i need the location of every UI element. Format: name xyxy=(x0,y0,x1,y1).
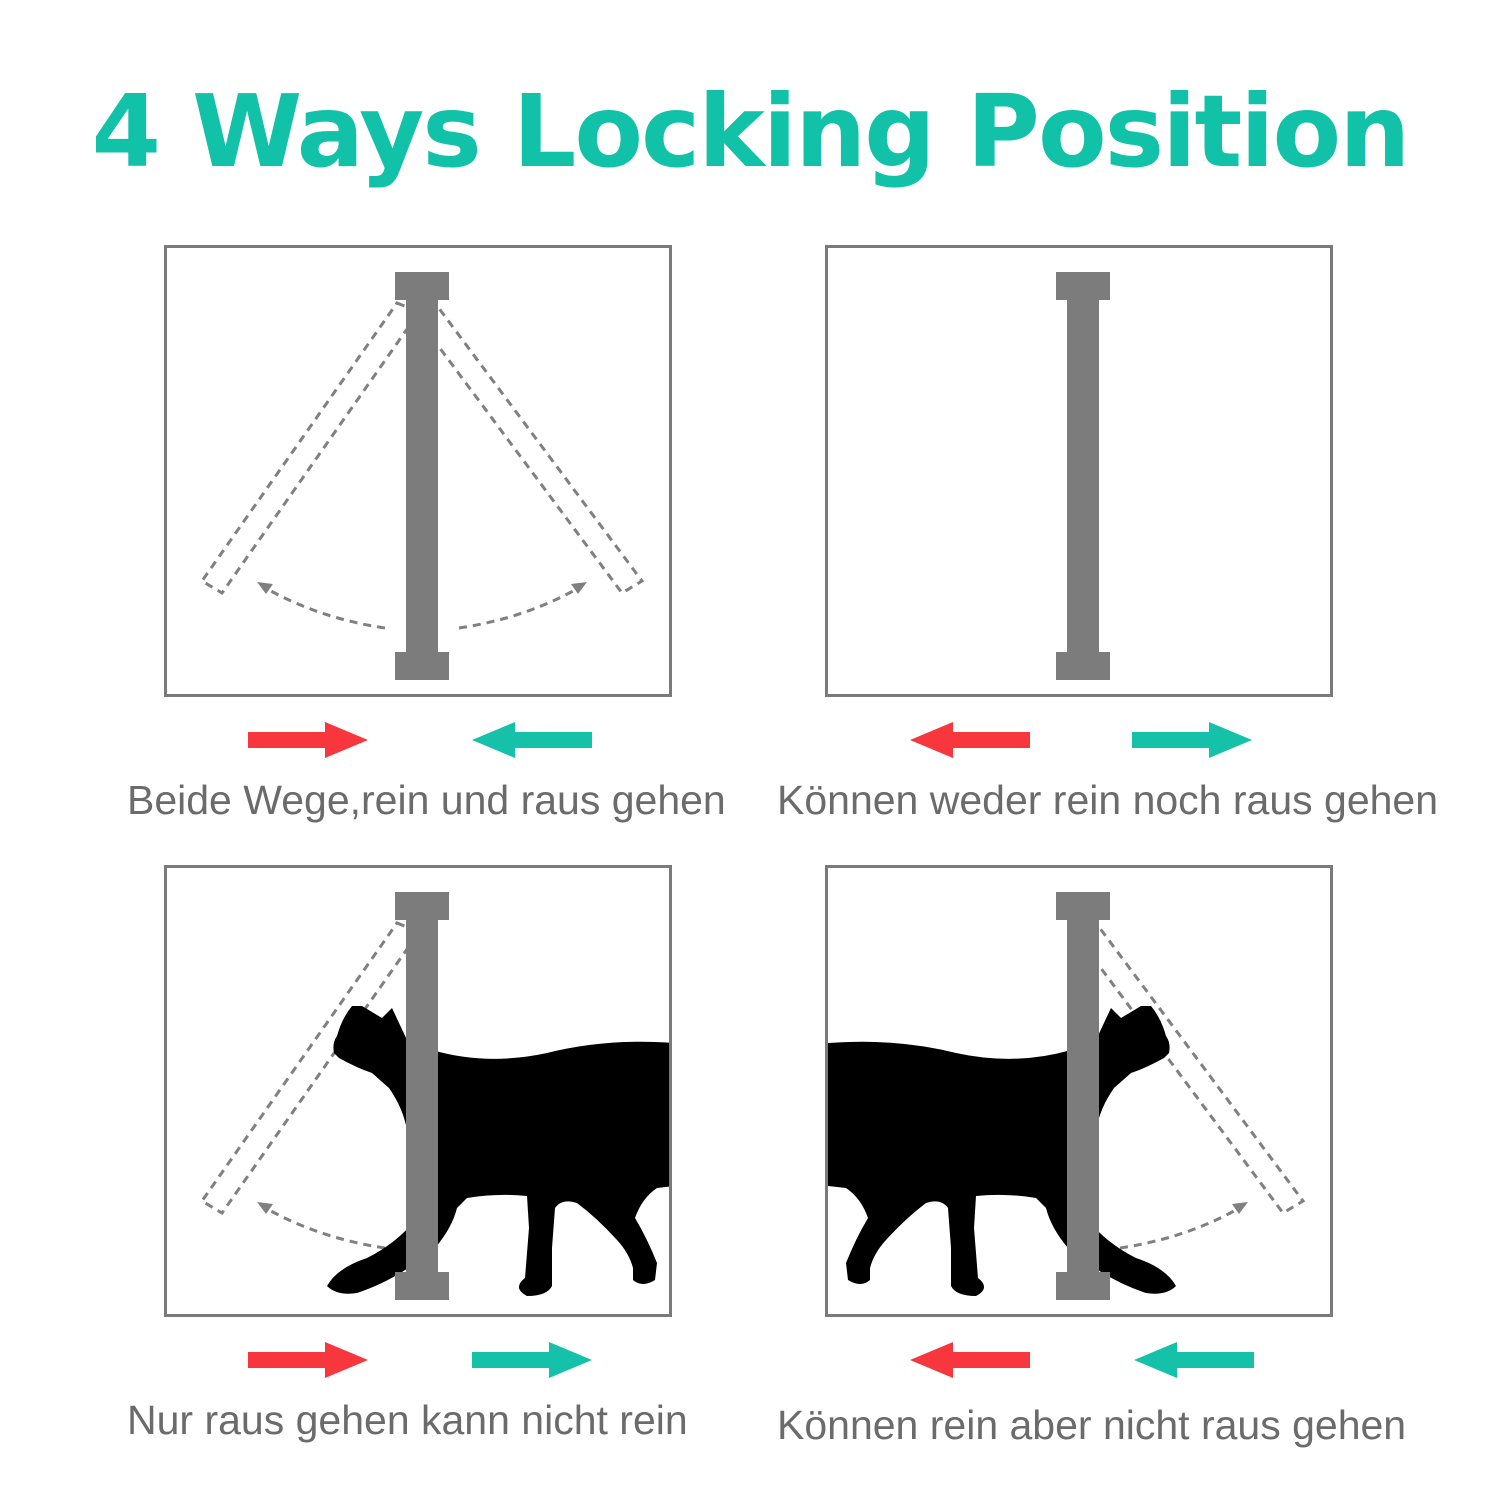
flap-diagram-both-ways xyxy=(199,272,645,680)
cat-silhouette xyxy=(828,1006,1176,1296)
caption-both-ways: Beide Wege,rein und raus gehen xyxy=(127,777,726,823)
caption-locked: Können weder rein noch raus gehen xyxy=(777,777,1439,823)
caption-exit-only: Nur raus gehen kann nicht rein xyxy=(127,1397,688,1443)
red-arrow-left xyxy=(910,722,1030,758)
teal-arrow-left xyxy=(472,722,592,758)
arc-arrowhead-left xyxy=(257,1202,273,1214)
page-title: 4 Ways Locking Position xyxy=(91,73,1411,190)
swing-right-outline xyxy=(410,301,645,595)
teal-arrow-right xyxy=(1132,722,1252,758)
swing-arc-left-arrow xyxy=(261,1204,386,1250)
arrows-locked xyxy=(910,722,1252,758)
flap-bar xyxy=(406,920,438,1272)
flap-bottom-cap xyxy=(1056,1272,1110,1300)
panel-entry-only xyxy=(825,865,1333,1317)
red-arrow-left xyxy=(910,1342,1030,1378)
flap-top-cap xyxy=(395,892,449,920)
arrows-entry-only xyxy=(910,1342,1254,1378)
arc-arrowhead-left xyxy=(257,582,273,594)
panel-exit-only xyxy=(164,865,672,1317)
red-arrow-right xyxy=(248,1342,368,1378)
flap-top-cap xyxy=(395,272,449,300)
arrows-exit-only xyxy=(248,1342,592,1378)
red-arrow-right xyxy=(248,722,368,758)
arc-arrowhead-right xyxy=(571,582,587,594)
cat-silhouette xyxy=(327,1006,669,1296)
teal-arrow-left xyxy=(1134,1342,1254,1378)
arc-arrowhead-right xyxy=(1232,1202,1248,1214)
swing-arc-right-arrow xyxy=(1119,1204,1244,1250)
swing-arc-left-arrow xyxy=(261,584,386,630)
arrows-both-ways xyxy=(248,722,592,758)
flap-bar xyxy=(1067,300,1099,652)
swing-left-outline xyxy=(199,301,422,596)
panel-locked xyxy=(825,245,1333,697)
flap-bottom-cap xyxy=(1056,652,1110,680)
flap-diagram-entry-only xyxy=(828,892,1306,1300)
swing-arc-right-arrow xyxy=(458,584,583,630)
flap-top-cap xyxy=(1056,272,1110,300)
flap-bar xyxy=(1067,920,1099,1272)
caption-entry-only: Können rein aber nicht raus gehen xyxy=(777,1402,1407,1448)
flap-top-cap xyxy=(1056,892,1110,920)
flap-bottom-cap xyxy=(395,652,449,680)
flap-bottom-cap xyxy=(395,1272,449,1300)
panel-both-ways xyxy=(164,245,672,697)
flap-diagram-exit-only xyxy=(199,892,669,1300)
flap-bar xyxy=(406,300,438,652)
teal-arrow-right xyxy=(472,1342,592,1378)
flap-diagram-locked xyxy=(1056,272,1110,680)
